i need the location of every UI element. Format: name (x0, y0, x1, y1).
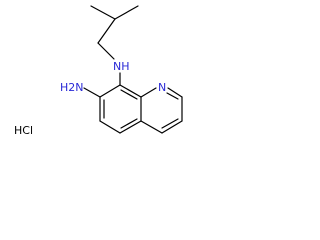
bond-n1-c2 (167, 87, 183, 98)
amino-group-label: H2N (60, 81, 84, 94)
bond-methyl-b (114, 5, 139, 20)
benzene-ring (99, 84, 142, 134)
hydrochloride-label: HCl (14, 124, 33, 137)
bond-c8a-c8 (119, 84, 142, 98)
ring-nitrogen-label: N (158, 81, 166, 94)
bond-c4-c4a (140, 120, 163, 134)
double-bond-c5-c4a (120, 118, 138, 129)
double-bond-c3-c4 (161, 118, 179, 129)
pyridine-ring (140, 87, 183, 134)
double-bond-c8a-c8 (120, 89, 138, 100)
bond-c5-c4a (119, 120, 142, 134)
bond-ch-ch2 (97, 18, 116, 44)
bond-c8-c7 (99, 84, 121, 98)
bond-ch2-n (97, 42, 115, 60)
chemical-structure: NH H2N N HCl (14, 5, 183, 137)
bond-c8a-n1 (140, 87, 157, 98)
isobutyl-group (90, 5, 139, 60)
bond-methyl-a (90, 5, 116, 20)
bond-c7-nh2 (83, 87, 101, 98)
bond-c3-c4 (161, 120, 183, 134)
bond-c6-c5 (99, 120, 121, 134)
double-bond-n1-c2 (166, 92, 179, 100)
secondary-amine-label: NH (113, 60, 130, 73)
